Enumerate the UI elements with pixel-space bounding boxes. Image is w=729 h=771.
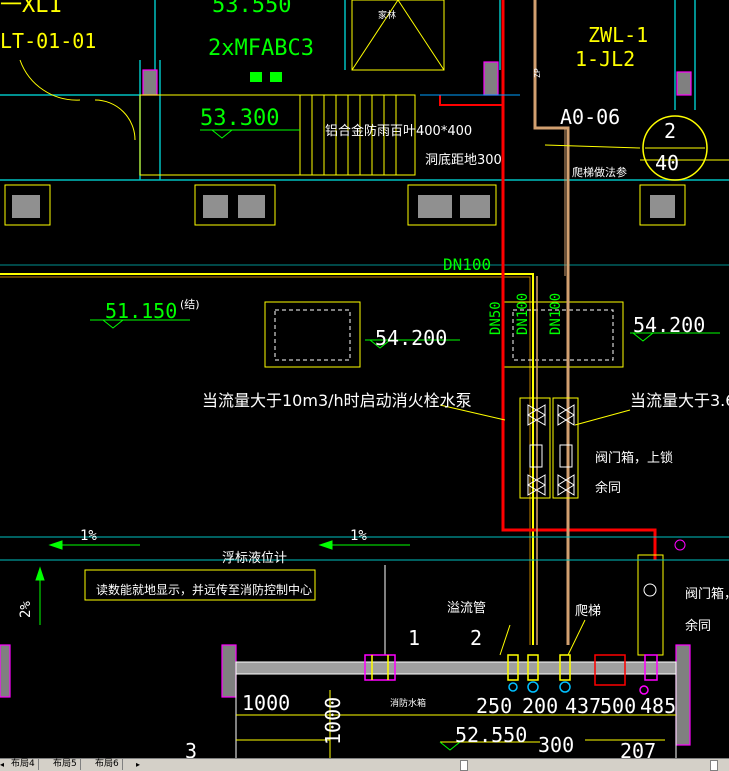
elev-54200-right: 54.200 [633,313,705,337]
slope-1: 1% [80,528,97,544]
pipe-dn50: DN50 [488,301,504,335]
note-valve-lock: 阀门箱，上锁 [595,450,673,466]
note-louver-height: 洞底距地300 [425,152,502,168]
note-valve-lock-2: 余同 [595,480,621,496]
dim-1000a: 1000 [242,691,290,715]
note-overflow: 溢流管 [447,601,486,616]
dim-1000b: 1000 [321,697,345,745]
leader-lines [439,144,641,656]
detail-callout [642,115,708,181]
column-markers [0,61,692,746]
elev-54200-left: 54.200 [375,326,447,350]
stair-symbol [19,0,445,176]
float-gauge-box [84,569,316,601]
dim-250: 250 [476,694,512,718]
layout-tab-bar: ◂ 布局4 布局5 布局6 ▸ [0,758,729,771]
note-float-gauge: 浮标液位计 [222,551,287,566]
dim-485: 485 [640,694,676,718]
tab-layout4[interactable]: 布局4 [8,759,39,770]
label-kitchen: 家林 [378,9,396,21]
pipe-lines [420,0,657,645]
callout-top: 2 [664,119,676,143]
mark-1: 1 [408,626,420,650]
note-ladder: 爬梯 [575,604,601,619]
pipe-dn100-v1: DN100 [515,293,531,335]
elev-51150-note: (结) [180,298,200,311]
note-louver: 铝合金防雨百叶400*400 [325,123,472,139]
extinguisher-symbols [250,72,282,82]
tab-scroll-right-icon[interactable]: ▸ [136,760,141,769]
note-pump-right: 当流量大于3.6m [630,391,729,410]
label-xl1: 一XL1 [0,0,62,18]
elev-52550: 52.550 [455,723,527,747]
mark-2: 2 [470,626,482,650]
note-ladder-ref: 爬梯做法参 [572,165,627,179]
label-extinguisher: 2xMFABC3 [208,36,314,61]
fire-water-tank [235,661,677,758]
tank-nozzles [364,654,658,695]
label-jl2: 1-JL2 [575,47,635,71]
dim-500: 500 [600,694,636,718]
dimension-lines [236,690,676,758]
callout-bottom: 40 [655,151,679,175]
label-zwl: ZWL-1 [588,23,648,47]
pipe-dn100-h: DN100 [443,255,491,274]
note-float-desc: 读数能就地显示，并远传至消防控制中心 [96,582,312,597]
label-ao06: A0-06 [560,105,620,129]
elev-53300: 53.300 [200,106,279,131]
pipe-dn100-v2: DN100 [548,293,564,335]
note-valve-right: 阀门箱， [685,586,729,602]
note-valve-right-2: 余同 [685,618,711,634]
tab-scroll-left-icon[interactable]: ◂ [0,760,5,769]
mark-3: 3 [185,739,197,758]
slope-2: 1% [350,528,367,544]
room-outline [0,273,534,645]
label-lt01: LT-01-01 [0,29,96,53]
scrollbar-end[interactable] [710,760,718,771]
pipe-zp: ZP [533,68,542,78]
tab-layout6[interactable]: 布局6 [92,759,123,770]
dim-207: 207 [620,739,656,758]
valve-symbols [519,397,686,656]
top-wall-structure [0,0,729,266]
note-pump-left: 当流量大于10m3/h时启动消火栓水泵 [202,391,472,410]
elevation-markers [90,129,729,751]
dim-300: 300 [538,733,574,757]
slope-arrows [35,540,410,625]
label-elevation-top: 53.550 [212,0,291,18]
dim-200: 200 [522,694,558,718]
floor-lines [0,536,729,561]
elev-51150: 51.150 [105,299,177,323]
dim-437: 437 [565,694,601,718]
scrollbar-thumb[interactable] [460,760,468,771]
note-fire-tank: 消防水箱 [390,697,426,709]
slope-3: 2% [18,601,34,618]
tab-layout5[interactable]: 布局5 [50,759,81,770]
air-vents [4,184,686,226]
